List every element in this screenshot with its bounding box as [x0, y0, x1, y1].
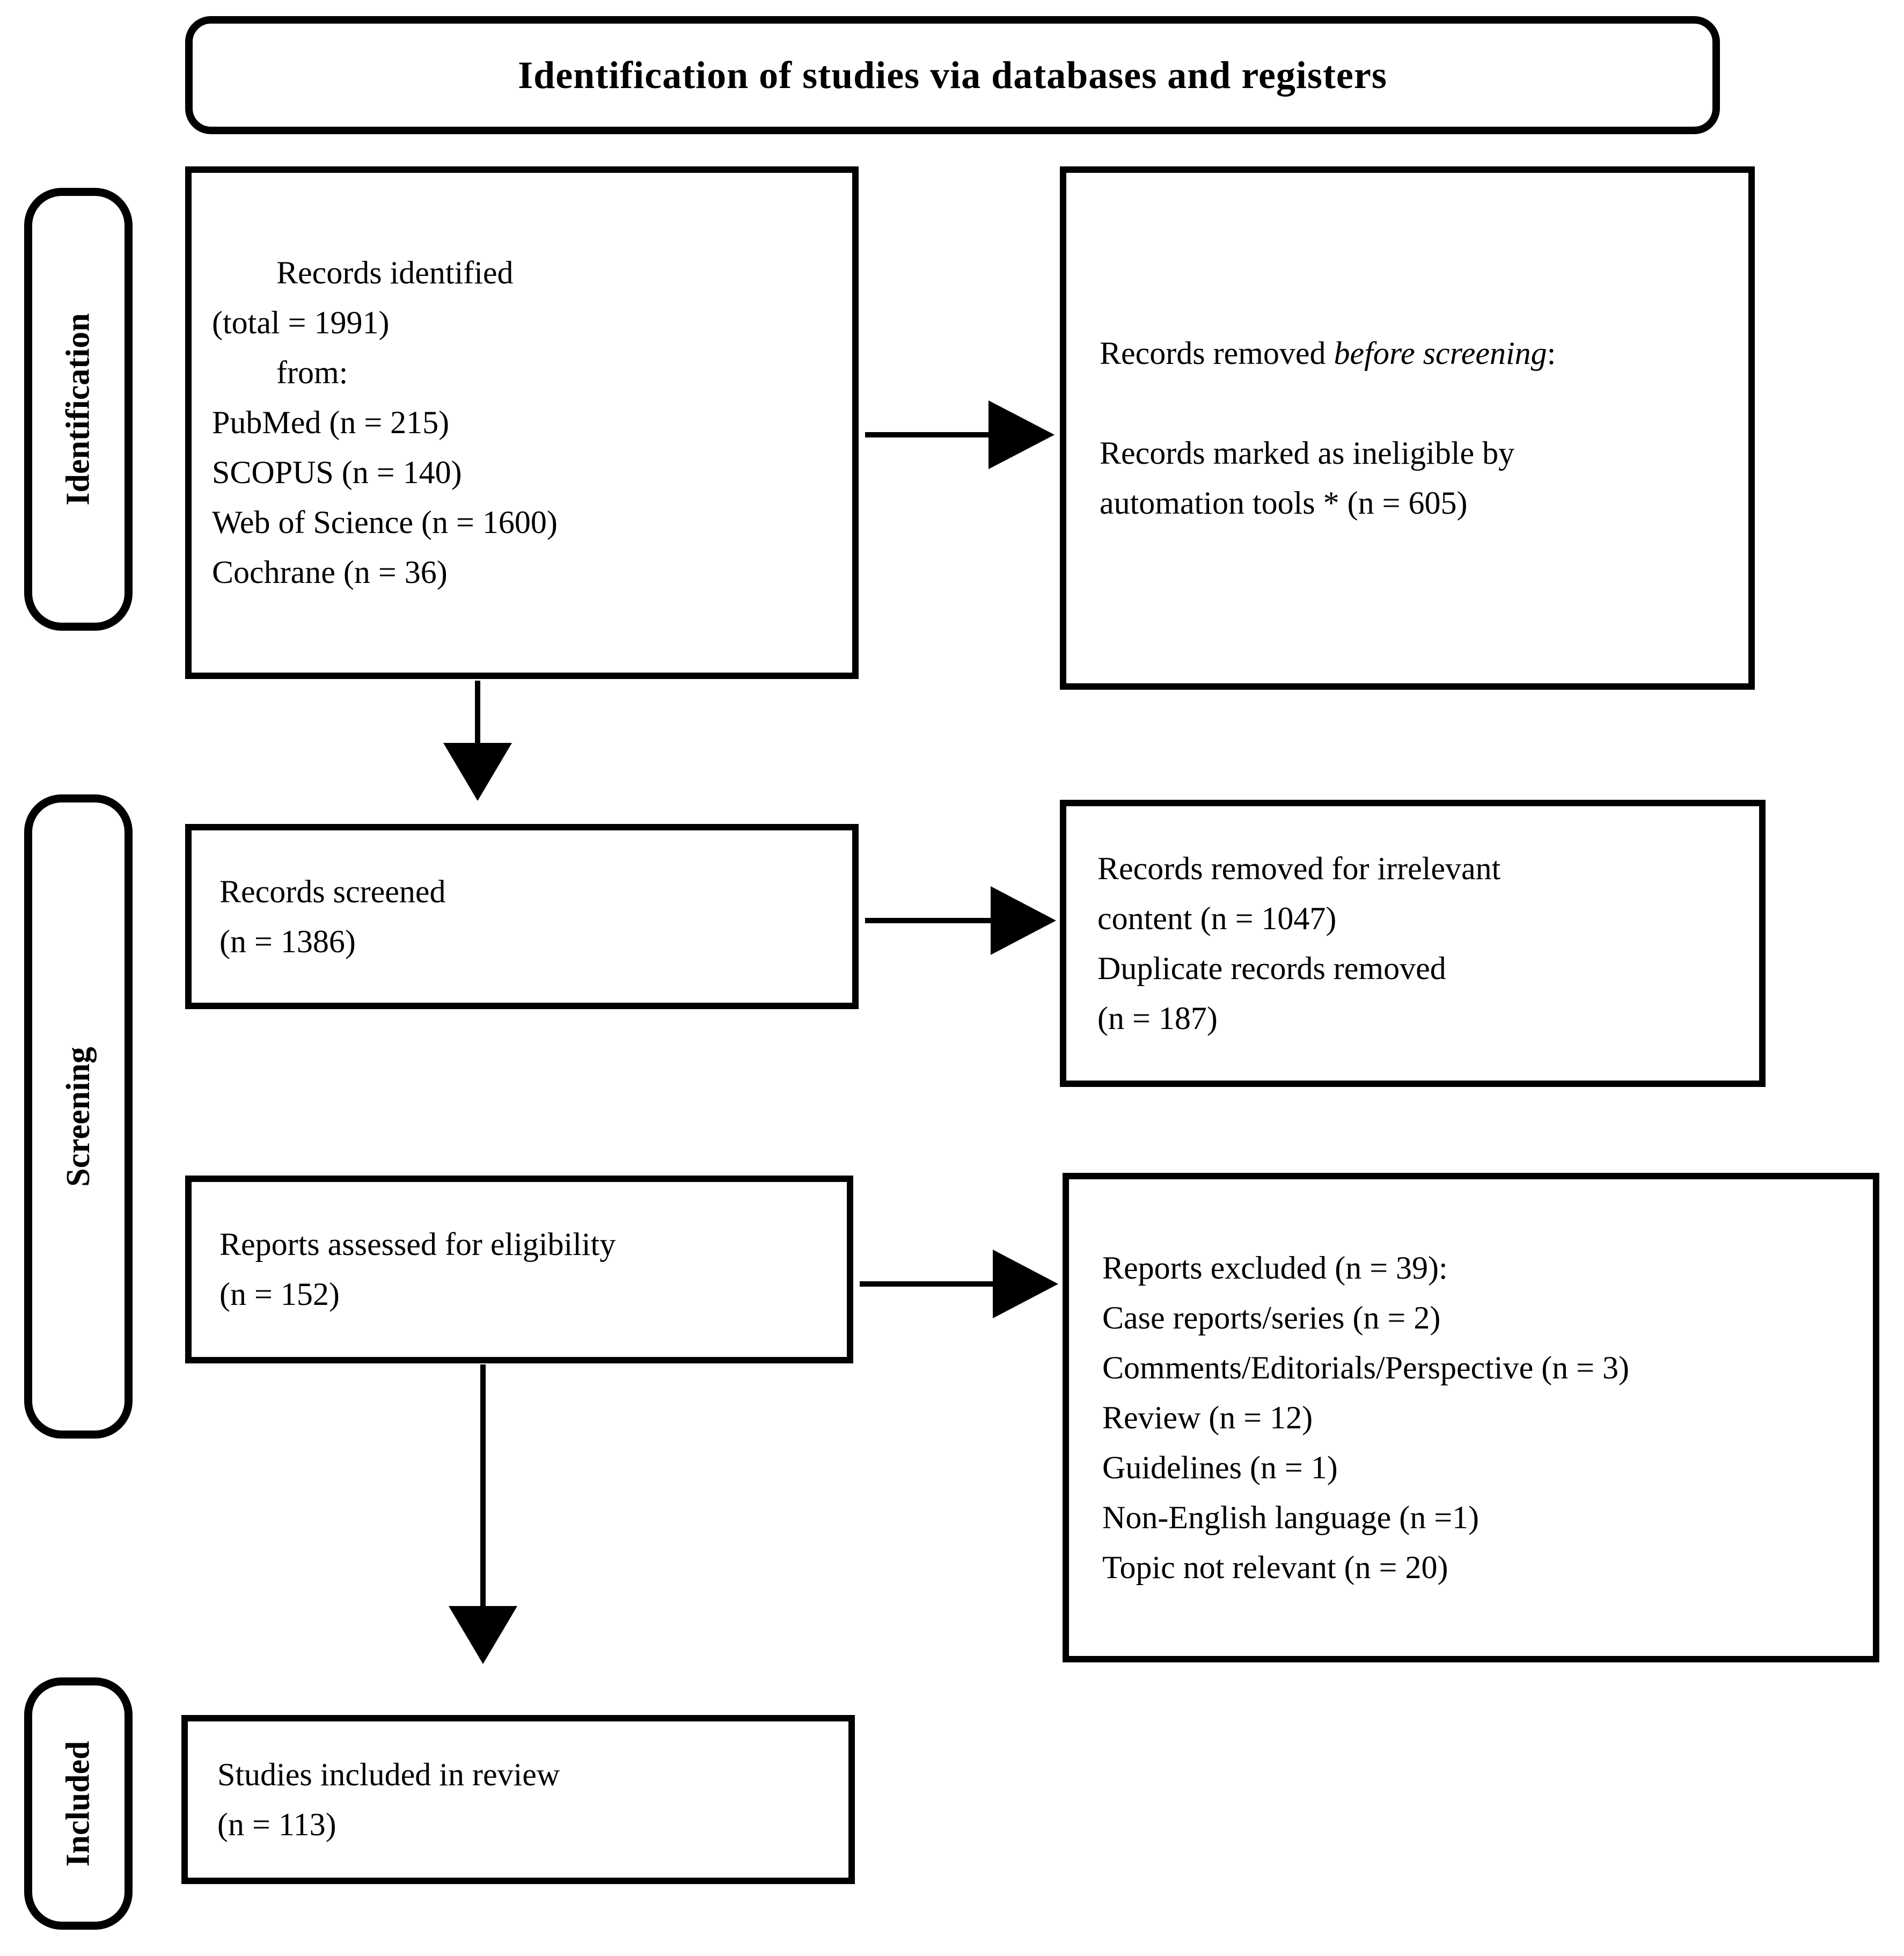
stage-label-screening: Screening: [24, 794, 133, 1439]
records-removed-before-screening-body: Records marked as ineligible by automati…: [1100, 435, 1515, 521]
records-removed-irrelevant-box: Records removed for irrelevant content (…: [1060, 800, 1766, 1087]
studies-included-text: Studies included in review (n = 113): [217, 1756, 560, 1842]
records-removed-irrelevant-text: Records removed for irrelevant content (…: [1097, 850, 1501, 1036]
stage-label-screening-text: Screening: [60, 1046, 97, 1187]
reports-excluded-text: Reports excluded (n = 39): Case reports/…: [1102, 1250, 1630, 1585]
arrow-assessed-to-excluded: [860, 1250, 1058, 1318]
reports-assessed-box: Reports assessed for eligibility (n = 15…: [185, 1176, 853, 1363]
diagram-title: Identification of studies via databases …: [518, 53, 1387, 97]
studies-included-box: Studies included in review (n = 113): [181, 1715, 855, 1884]
reports-assessed-text: Reports assessed for eligibility (n = 15…: [219, 1227, 616, 1312]
removed-before-prefix: Records removed: [1100, 335, 1334, 371]
records-identified-box: Records identified (total = 1991) from: …: [185, 166, 859, 679]
records-screened-box: Records screened (n = 1386): [185, 824, 859, 1009]
records-removed-before-screening-box: Records removed before screening: Record…: [1060, 166, 1755, 690]
stage-label-included: Included: [24, 1677, 133, 1930]
removed-before-italic: before screening: [1334, 335, 1547, 371]
arrow-identified-to-removed-before: [865, 400, 1054, 469]
records-screened-text: Records screened (n = 1386): [219, 873, 446, 959]
reports-excluded-box: Reports excluded (n = 39): Case reports/…: [1063, 1173, 1879, 1662]
stage-label-identification: Identification: [24, 188, 133, 631]
removed-before-suffix: :: [1547, 335, 1556, 371]
arrow-identified-to-screened: [443, 681, 512, 801]
stage-label-included-text: Included: [60, 1740, 97, 1867]
arrow-screened-to-removed-irrelevant: [865, 886, 1056, 955]
arrow-assessed-to-included: [449, 1364, 517, 1664]
title-box: Identification of studies via databases …: [185, 16, 1720, 134]
stage-label-identification-text: Identification: [60, 313, 97, 506]
records-identified-text: Records identified (total = 1991) from: …: [212, 255, 558, 590]
records-removed-before-screening-heading: Records removed before screening:: [1100, 329, 1732, 378]
